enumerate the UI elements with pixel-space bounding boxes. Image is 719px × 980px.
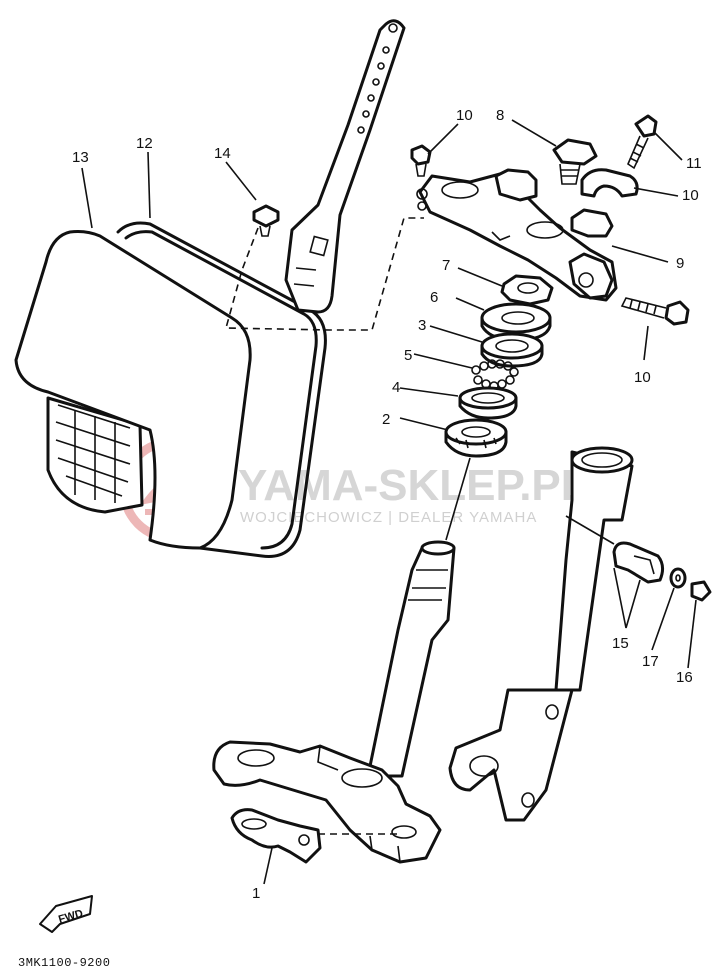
diagram-code: 3MK1100-9200 xyxy=(18,956,110,970)
callout-11: 10 xyxy=(682,187,699,204)
callout-14: 13 xyxy=(72,149,89,166)
part-17-bolt xyxy=(690,580,712,602)
part-12-bolt xyxy=(627,114,658,170)
headlight-stay xyxy=(284,19,406,314)
callout-10-upper: 10 xyxy=(456,107,473,124)
callout-17: 16 xyxy=(676,669,693,686)
callout-16: 15 xyxy=(612,635,629,652)
part-7-ring-nut xyxy=(500,274,554,306)
callout-1: 1 xyxy=(252,885,260,902)
callout-18: 17 xyxy=(642,653,659,670)
part-18-washer xyxy=(669,567,687,589)
part-2-lower-bearing xyxy=(444,418,508,458)
part-16-clamp xyxy=(565,515,665,584)
callout-9: 9 xyxy=(676,255,684,272)
part-1-cable-guide xyxy=(230,808,322,864)
callout-10-lower: 10 xyxy=(634,369,651,386)
watermark-subtitle: WOJCIECHOWICZ | DEALER YAMAHA xyxy=(240,509,537,526)
part-4-lower-race xyxy=(458,386,518,420)
watermark-brand: YAMA-SKLEP.PL xyxy=(238,461,588,510)
callout-8: 8 xyxy=(496,107,504,124)
callout-6: 6 xyxy=(430,289,438,306)
callout-12: 11 xyxy=(686,155,702,172)
part-10-bolt-lower xyxy=(620,297,690,326)
part-3-bearing-race xyxy=(480,332,544,368)
callout-13: 12 xyxy=(136,135,153,152)
part-14-headlight-guard xyxy=(14,230,252,550)
part-15-screw xyxy=(252,204,280,237)
part-10-bolt-upper xyxy=(410,144,432,177)
part-8-bolt xyxy=(552,138,598,185)
callout-numbers: 13 12 14 10 8 11 10 9 7 6 3 5 4 2 10 15 … xyxy=(72,107,702,902)
callout-2: 2 xyxy=(382,411,390,428)
callout-15: 14 xyxy=(214,145,231,162)
front-fork xyxy=(448,446,634,822)
fwd-arrow-icon: FWD xyxy=(39,895,93,933)
callout-3: 3 xyxy=(418,317,426,334)
under-bracket-stem xyxy=(212,540,456,864)
part-9-upper-bracket xyxy=(416,168,618,302)
callout-7: 7 xyxy=(442,257,450,274)
leader-lines xyxy=(81,119,697,885)
part-13-number-plate xyxy=(116,221,327,558)
part-6-bearing-cover xyxy=(480,302,552,342)
part-11-handlebar-clamp xyxy=(580,168,639,198)
callout-4: 4 xyxy=(392,379,400,396)
callout-5: 5 xyxy=(404,347,412,364)
